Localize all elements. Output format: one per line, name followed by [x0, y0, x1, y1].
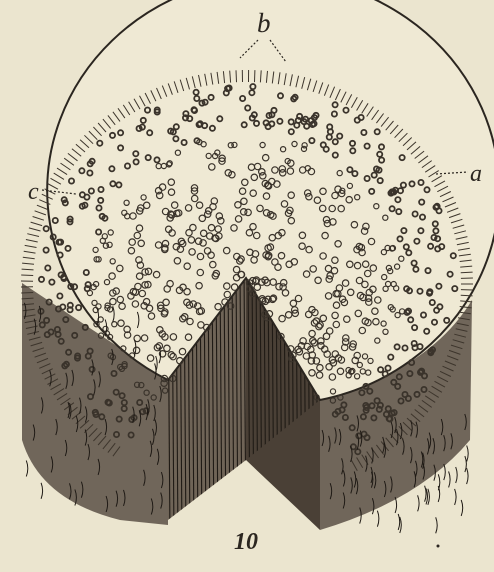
bark-hatch: [24, 251, 36, 253]
bundle-dot: [57, 293, 62, 298]
side-hatch: [425, 486, 427, 502]
bark-hatch: [35, 211, 46, 215]
bark-hatch: [461, 295, 473, 296]
label-b: b: [257, 10, 271, 37]
side-hatch: [41, 483, 43, 499]
side-hatch: [467, 468, 469, 484]
bundle-dot: [45, 265, 50, 270]
bark-hatch: [37, 205, 48, 209]
side-hatch: [418, 495, 420, 511]
bark-hatch: [21, 293, 33, 294]
bundle-dot: [60, 304, 65, 309]
side-hatch: [436, 517, 438, 533]
bark-hatch: [27, 234, 39, 237]
bark-hatch: [22, 269, 34, 270]
side-hatch: [438, 486, 440, 502]
bark-hatch: [29, 228, 41, 231]
bark-hatch: [31, 222, 42, 226]
label-a: a: [470, 162, 482, 186]
side-hatch: [444, 464, 446, 480]
speck: [437, 545, 440, 548]
bundle-dot: [68, 303, 73, 308]
bundle-dot: [76, 305, 81, 310]
bark-hatch: [236, 70, 237, 82]
bundle-dot: [39, 277, 44, 282]
bundle-dot: [44, 248, 49, 253]
bundle-dot: [44, 226, 49, 231]
bundle-dot: [49, 280, 54, 285]
label-c: c: [28, 180, 39, 204]
bark-hatch: [25, 245, 37, 247]
side-hatch: [449, 471, 451, 487]
side-hatch: [455, 489, 457, 505]
bark-hatch: [23, 257, 35, 259]
side-hatch: [398, 514, 400, 530]
bark-hatch: [22, 263, 34, 264]
bark-hatch: [461, 272, 473, 273]
side-hatch: [377, 511, 379, 527]
side-hatch: [465, 456, 467, 472]
side-hatch: [467, 446, 469, 462]
side-hatch: [428, 489, 430, 505]
bark-hatch: [26, 240, 38, 243]
side-hatch: [456, 467, 458, 483]
side-hatch: [461, 500, 463, 516]
side-hatch: [26, 461, 28, 477]
bark-hatch: [33, 217, 44, 221]
figure-number: 10: [234, 530, 258, 554]
bark-hatch: [21, 275, 33, 276]
